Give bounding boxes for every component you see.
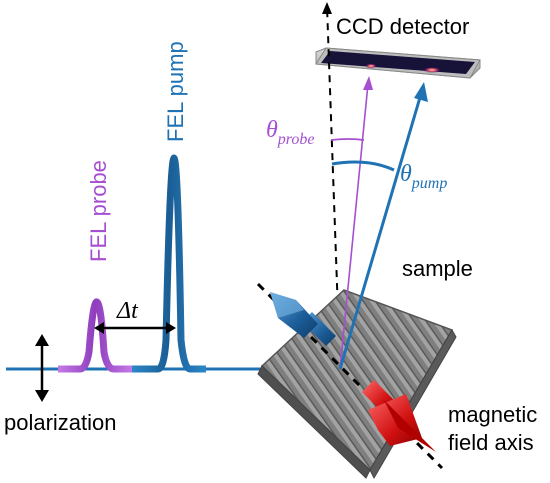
probe-pulse (58, 298, 132, 373)
pump-reflected-beam (338, 93, 423, 370)
pump-beam-arrowhead (414, 82, 428, 102)
theta-probe-arc (330, 138, 365, 141)
normal-arrowhead (322, 2, 332, 14)
theta-pump-label: θpump (400, 161, 447, 192)
pump-pulse (132, 154, 206, 373)
theta-probe-label: θprobe (266, 117, 315, 148)
magnetic-label-line1: magnetic (448, 402, 537, 427)
ccd-detector (315, 47, 481, 79)
probe-reflected-beam (339, 83, 369, 370)
probe-spot (365, 63, 377, 69)
delta-t-arrow (94, 322, 176, 334)
fel-probe-label: FEL probe (86, 160, 111, 262)
magnetization-arrow-blue (270, 292, 336, 346)
ccd-detector-label: CCD detector (336, 14, 469, 39)
magnetic-field-arrow-red (362, 380, 436, 452)
probe-beam-arrowhead (363, 76, 373, 90)
polarization-arrow (35, 334, 49, 402)
surface-normal-line (326, 5, 341, 369)
sample-label: sample (402, 256, 473, 281)
pump-spot (423, 67, 441, 73)
polarization-label: polarization (4, 410, 117, 435)
delta-t-label: Δt (116, 298, 139, 324)
theta-pump-arc (331, 160, 395, 172)
fel-pump-label: FEL pump (163, 41, 188, 142)
magnetic-label-line2: field axis (448, 430, 534, 455)
